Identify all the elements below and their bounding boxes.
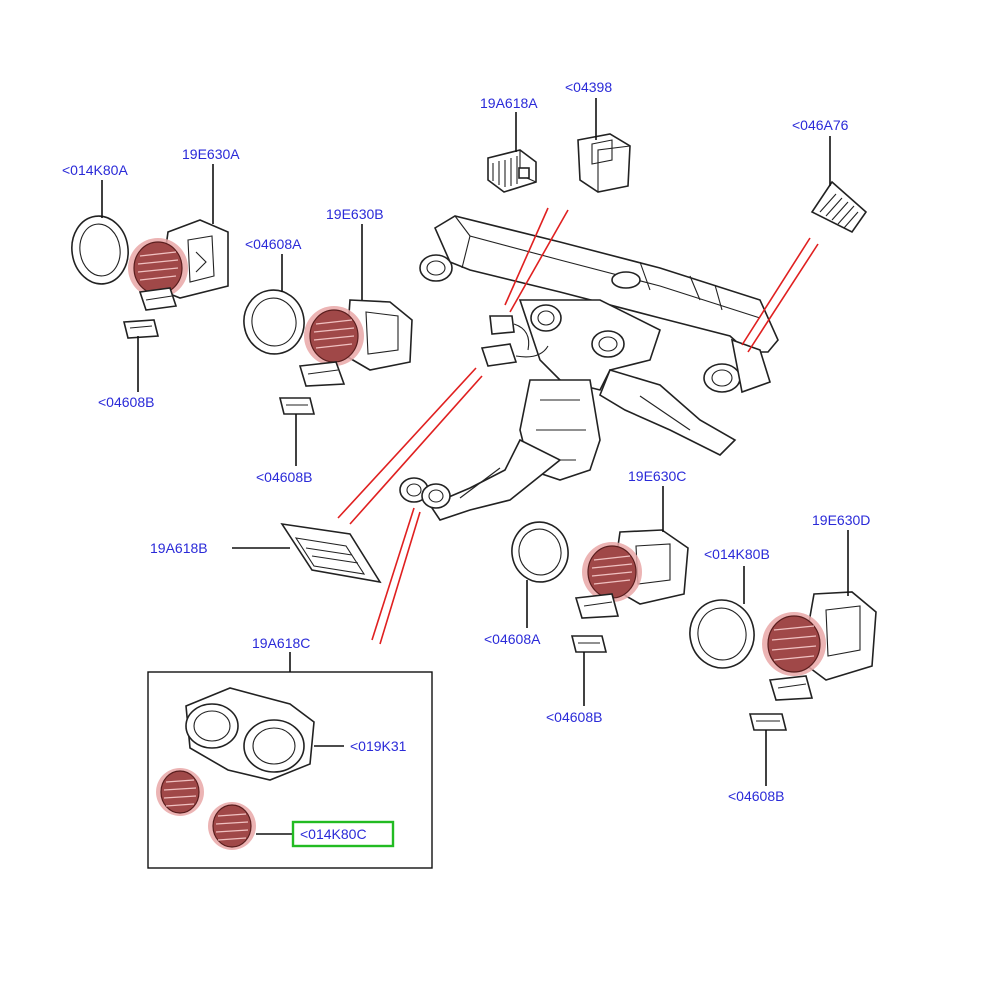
label-046A76[interactable]: <046A76 xyxy=(792,117,849,133)
highlight-box xyxy=(291,820,395,848)
label-014K80A[interactable]: <014K80A xyxy=(62,162,128,178)
vent-19A618B xyxy=(280,522,382,584)
label-04608B-2[interactable]: <04608B xyxy=(256,469,312,485)
inset-box-19A618C xyxy=(147,671,433,869)
label-19E630A[interactable]: 19E630A xyxy=(182,146,240,162)
vent-assembly-19E630A xyxy=(71,215,229,339)
label-19A618B[interactable]: 19A618B xyxy=(150,540,208,556)
bezel-04398 xyxy=(577,133,631,193)
label-014K80B[interactable]: <014K80B xyxy=(704,546,770,562)
leader-lines xyxy=(101,98,849,835)
label-04398[interactable]: <04398 xyxy=(565,79,612,95)
label-04608B-3[interactable]: <04608B xyxy=(546,709,602,725)
label-019K31[interactable]: <019K31 xyxy=(350,738,407,754)
vent-assembly-19E630B xyxy=(243,289,413,415)
vent-assembly-19E630D xyxy=(689,591,877,731)
part-labels: <014K80A 19E630A <04608B <04608A 19E630B… xyxy=(62,79,870,842)
label-014K80C[interactable]: <014K80C xyxy=(300,826,367,842)
label-19E630C[interactable]: 19E630C xyxy=(628,468,686,484)
dashboard-duct-assembly xyxy=(399,215,779,521)
label-19E630B[interactable]: 19E630B xyxy=(326,206,384,222)
label-19A618C[interactable]: 19A618C xyxy=(252,635,310,651)
grille-046A76 xyxy=(810,180,868,234)
label-04608A-2[interactable]: <04608A xyxy=(484,631,541,647)
label-04608A-1[interactable]: <04608A xyxy=(245,236,302,252)
vent-assembly-19E630C xyxy=(511,521,689,653)
label-04608B-4[interactable]: <04608B xyxy=(728,788,784,804)
label-19E630D[interactable]: 19E630D xyxy=(812,512,870,528)
label-04608B-1[interactable]: <04608B xyxy=(98,394,154,410)
label-19A618A[interactable]: 19A618A xyxy=(480,95,538,111)
vent-19A618A xyxy=(487,149,537,193)
callout-lines xyxy=(337,207,819,645)
